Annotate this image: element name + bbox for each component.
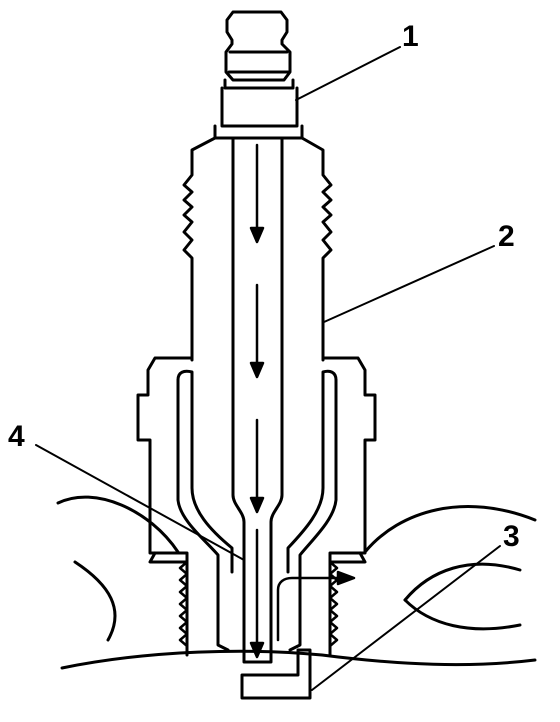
cylinder-head	[56, 495, 537, 670]
leader-line-1	[295, 46, 401, 101]
terminal-stud	[213, 78, 304, 140]
terminal-nut	[224, 10, 292, 82]
leader-line-4	[35, 444, 245, 561]
insulator	[182, 136, 333, 362]
shell	[136, 356, 377, 657]
leader-line-3	[311, 545, 501, 691]
leader-line-2	[323, 245, 495, 323]
callout-3: 3	[503, 520, 520, 553]
threads-right	[328, 560, 339, 648]
ground-electrode	[240, 648, 312, 700]
spark-arrow	[276, 570, 356, 642]
callout-1: 1	[402, 20, 419, 53]
callout-2: 2	[498, 220, 515, 253]
center-electrode	[231, 136, 284, 664]
callout-4: 4	[8, 420, 25, 453]
current-flow-arrows	[249, 143, 265, 659]
threads-left	[178, 560, 189, 648]
leader-lines	[35, 46, 501, 691]
